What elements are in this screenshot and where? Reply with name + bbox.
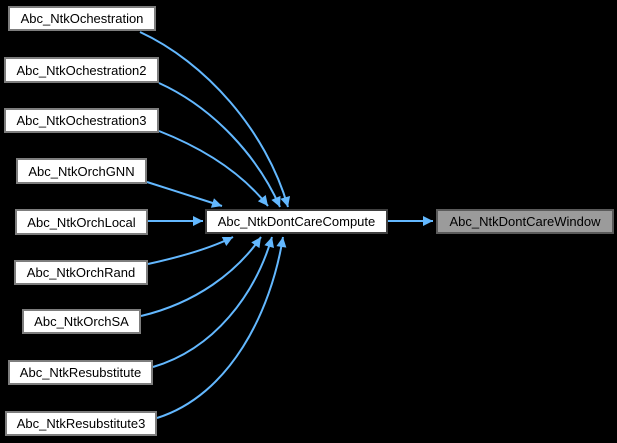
node-abc-ntkresubstitute3[interactable]: Abc_NtkResubstitute3 xyxy=(5,411,157,436)
edge-ochestration3-to-compute xyxy=(158,130,269,207)
edge-ochestration2-to-compute xyxy=(158,82,281,208)
edge-ochestration-to-compute xyxy=(139,31,291,208)
edge-resubstitute-to-compute xyxy=(152,236,274,368)
node-abc-ntkochestration[interactable]: Abc_NtkOchestration xyxy=(8,6,156,31)
node-abc-ntkorchsa[interactable]: Abc_NtkOrchSA xyxy=(22,309,141,334)
node-abc-ntkorchlocal[interactable]: Abc_NtkOrchLocal xyxy=(15,209,148,235)
node-abc-ntkorchrand[interactable]: Abc_NtkOrchRand xyxy=(14,260,148,285)
edge-resubstitute3-to-compute xyxy=(156,236,287,419)
node-abc-ntkorchgnn[interactable]: Abc_NtkOrchGNN xyxy=(16,158,147,184)
node-abc-ntkochestration3[interactable]: Abc_NtkOchestration3 xyxy=(4,108,159,133)
edge-orchrand-to-compute xyxy=(147,236,234,265)
node-abc-ntkdontcarewindow: Abc_NtkDontCareWindow xyxy=(436,209,614,234)
node-abc-ntkresubstitute[interactable]: Abc_NtkResubstitute xyxy=(8,360,153,385)
edge-orchsa-to-compute xyxy=(140,236,262,317)
edge-orchgnn-to-compute xyxy=(146,181,223,208)
node-abc-ntkdontcarecompute[interactable]: Abc_NtkDontCareCompute xyxy=(205,209,388,234)
node-abc-ntkochestration2[interactable]: Abc_NtkOchestration2 xyxy=(4,57,159,83)
